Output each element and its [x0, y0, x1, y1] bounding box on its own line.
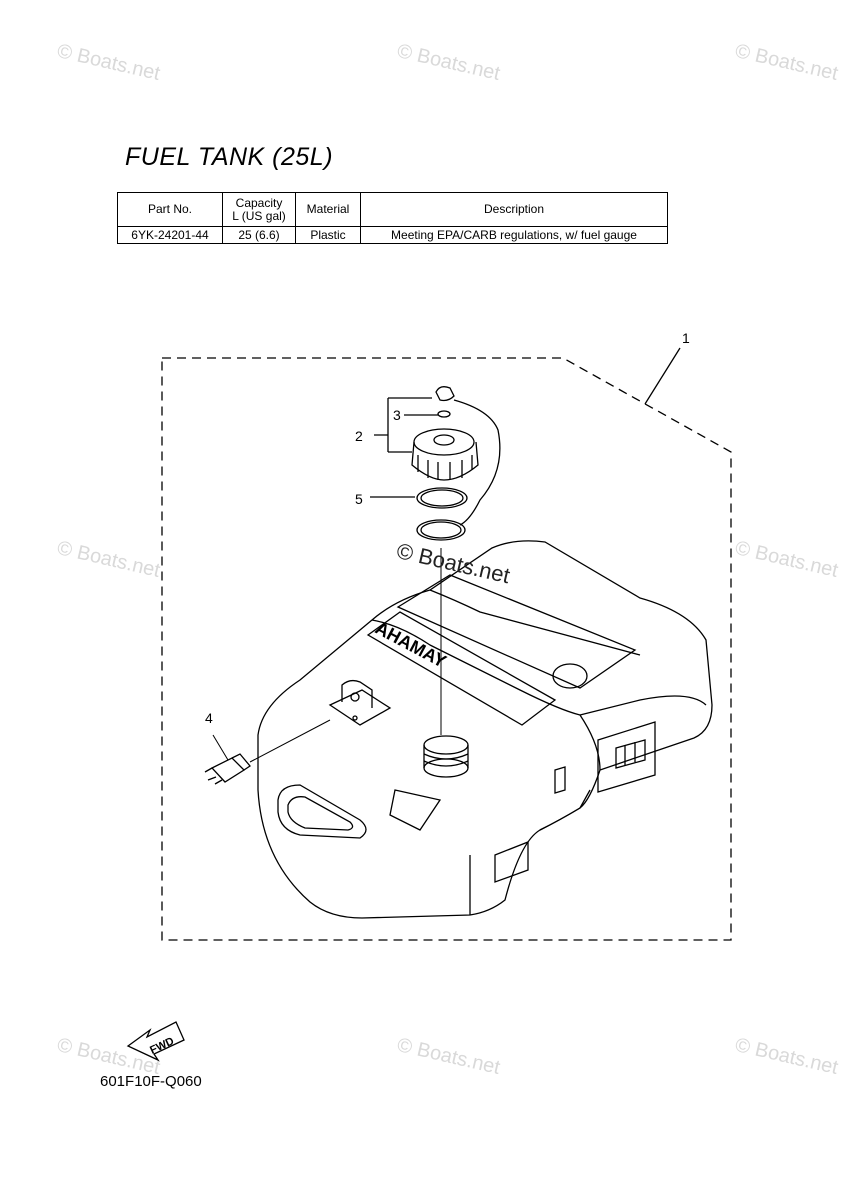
figure-code: 601F10F-Q060: [100, 1073, 202, 1090]
cell-description: Meeting EPA/CARB regulations, w/ fuel ga…: [360, 226, 668, 244]
header-capacity: Capacity L (US gal): [222, 192, 296, 227]
callout-5: 5: [355, 491, 363, 507]
bracket-2: [374, 397, 432, 453]
cell-material: Plastic: [295, 226, 361, 244]
page-title: FUEL TANK (25L): [125, 143, 334, 171]
gasket-5: [416, 487, 468, 509]
leader-1: [644, 347, 681, 405]
tank-body: YAMAHA: [257, 540, 713, 919]
header-part-no: Part No.: [117, 192, 223, 227]
filler-neck: [423, 735, 469, 778]
header-description: Description: [360, 192, 668, 227]
fuel-connector-part-4: [204, 719, 331, 785]
cell-capacity: 25 (6.6): [222, 226, 296, 244]
fwd-arrow-icon: FWD: [126, 1021, 185, 1062]
callout-1: 1: [682, 330, 690, 346]
gasket: [416, 519, 466, 541]
spec-table: Part No. Capacity L (US gal) Material De…: [117, 192, 668, 244]
callout-3: 3: [393, 407, 401, 423]
fwd-label: FWD: [148, 1035, 176, 1056]
callout-2: 2: [355, 428, 363, 444]
tank-fuel-connector: [328, 679, 392, 726]
assembly-boundary: [161, 357, 732, 941]
callout-4: 4: [205, 710, 213, 726]
table-header-row: Part No. Capacity L (US gal) Material De…: [117, 192, 668, 227]
cell-part-no: 6YK-24201-44: [117, 226, 223, 244]
table-row: 6YK-24201-44 25 (6.6) Plastic Meeting EP…: [117, 226, 668, 244]
fuel-cap-assembly: [411, 386, 501, 526]
header-material: Material: [295, 192, 361, 227]
